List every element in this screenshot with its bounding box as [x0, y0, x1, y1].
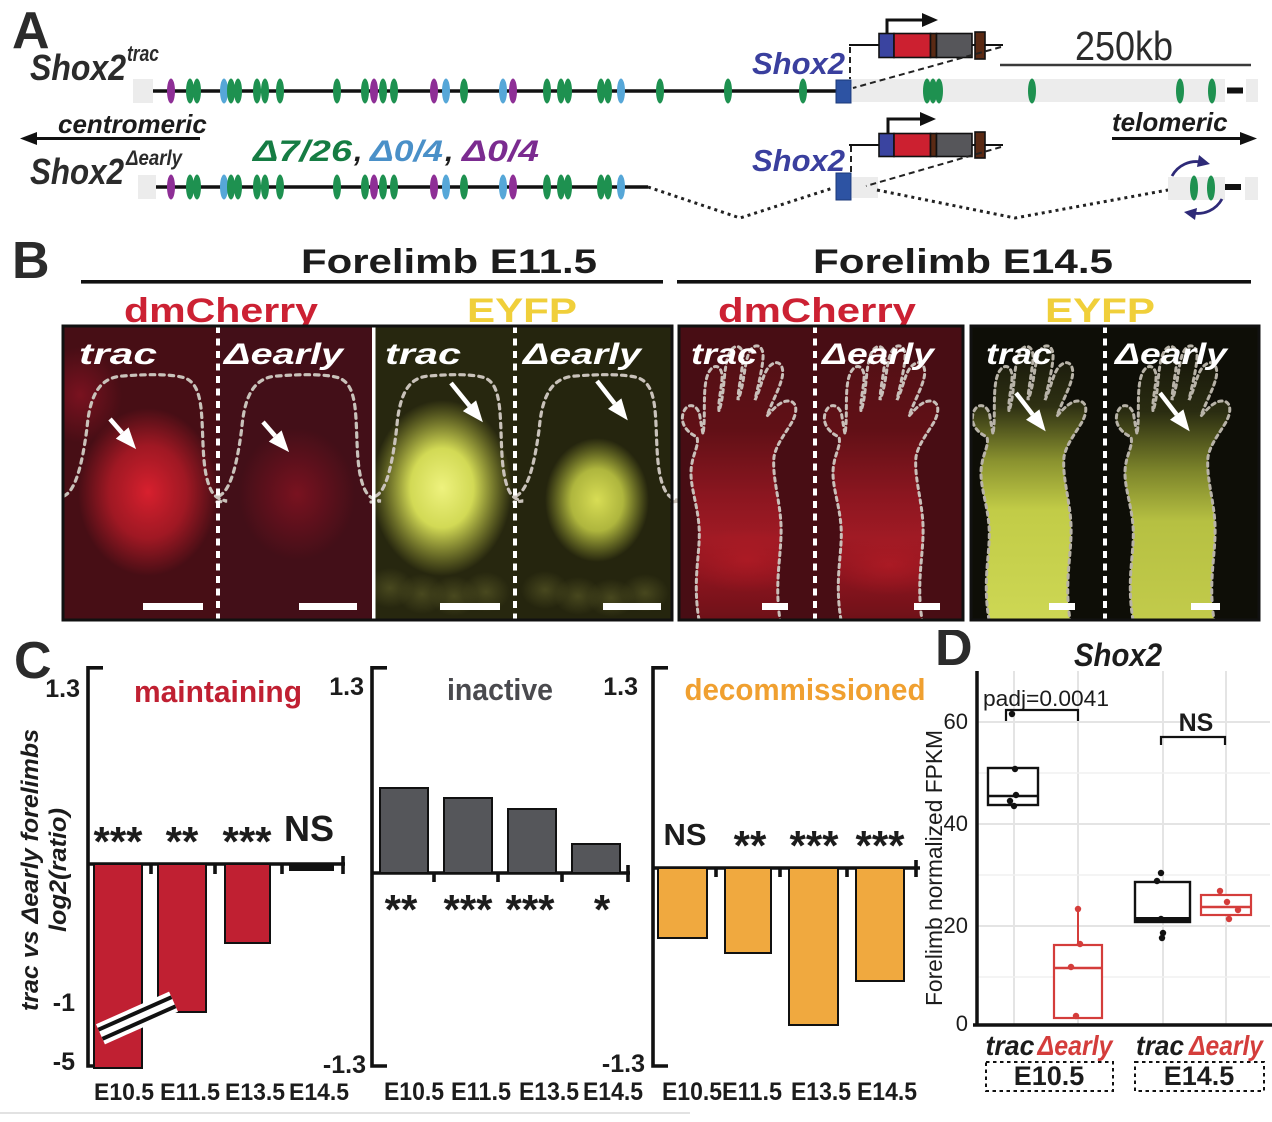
svg-text:E11.5: E11.5 — [160, 1079, 220, 1106]
svg-text:E10.5: E10.5 — [662, 1078, 722, 1106]
svg-text:Shox2: Shox2 — [1074, 637, 1162, 673]
svg-text:Δearly: Δearly — [1114, 338, 1229, 371]
svg-text:E13.5: E13.5 — [791, 1078, 851, 1106]
svg-text:E14.5: E14.5 — [1164, 1061, 1235, 1091]
svg-text:A: A — [12, 2, 50, 60]
svg-text:trac: trac — [79, 338, 157, 371]
svg-text:E11.5: E11.5 — [722, 1078, 782, 1106]
svg-text:***: *** — [443, 886, 493, 933]
svg-text:trac: trac — [691, 338, 757, 371]
svg-text:Shox2: Shox2 — [30, 47, 126, 88]
svg-text:Δearly: Δearly — [821, 338, 936, 371]
svg-text:Forelimb E11.5: Forelimb E11.5 — [301, 243, 597, 281]
svg-text:Shox2: Shox2 — [752, 46, 845, 81]
svg-text:20: 20 — [944, 913, 968, 938]
svg-text:Forelimb normalized FPKM: Forelimb normalized FPKM — [921, 730, 947, 1006]
svg-text:NS: NS — [1179, 709, 1214, 737]
svg-text:1.3: 1.3 — [45, 675, 80, 703]
svg-text:,: , — [444, 135, 453, 168]
svg-text:B: B — [12, 232, 50, 290]
svg-text:Δearly: Δearly — [1037, 1030, 1114, 1061]
svg-text:dmCherry: dmCherry — [124, 292, 318, 330]
svg-text:E13.5: E13.5 — [225, 1079, 285, 1106]
svg-text:E14.5: E14.5 — [857, 1078, 917, 1106]
svg-text:NS: NS — [663, 817, 706, 852]
svg-text:***: *** — [789, 822, 839, 869]
svg-text:**: ** — [166, 818, 199, 865]
svg-text:C: C — [14, 632, 52, 690]
svg-text:Δ7/26: Δ7/26 — [252, 135, 353, 168]
svg-text:E13.5: E13.5 — [519, 1078, 579, 1106]
svg-text:E10.5: E10.5 — [94, 1079, 154, 1106]
svg-text:Δearly: Δearly — [223, 338, 345, 371]
svg-text:**: ** — [734, 822, 767, 869]
svg-text:EYFP: EYFP — [467, 292, 577, 330]
svg-text:trac: trac — [127, 41, 159, 66]
svg-text:trac: trac — [385, 338, 461, 371]
svg-text:dmCherry: dmCherry — [718, 292, 916, 330]
svg-text:*: * — [594, 886, 611, 933]
svg-text:trac: trac — [986, 1030, 1035, 1061]
svg-text:E10.5: E10.5 — [384, 1078, 444, 1106]
svg-text:1.3: 1.3 — [603, 673, 638, 701]
svg-text:Δearly: Δearly — [125, 147, 183, 170]
svg-text:centromeric: centromeric — [58, 109, 207, 139]
svg-text:,: , — [353, 135, 362, 168]
svg-text:telomeric: telomeric — [1112, 107, 1228, 137]
svg-text:-1.3: -1.3 — [323, 1051, 366, 1079]
svg-text:E14.5: E14.5 — [289, 1079, 349, 1106]
svg-text:maintaining: maintaining — [134, 674, 302, 709]
svg-text:Forelimb E14.5: Forelimb E14.5 — [813, 243, 1113, 281]
svg-text:Δearly: Δearly — [1188, 1030, 1264, 1061]
svg-text:trac vs Δearly forelimbs: trac vs Δearly forelimbs — [17, 729, 44, 1011]
svg-text:40: 40 — [944, 811, 968, 836]
svg-text:Shox2: Shox2 — [30, 151, 124, 192]
svg-text:***: *** — [505, 886, 555, 933]
svg-text:decommissioned: decommissioned — [685, 672, 926, 707]
svg-text:trac: trac — [1136, 1030, 1184, 1061]
svg-text:Δ0/4: Δ0/4 — [369, 135, 444, 168]
svg-text:EYFP: EYFP — [1045, 292, 1155, 330]
svg-text:E14.5: E14.5 — [583, 1078, 643, 1106]
svg-text:Δearly: Δearly — [522, 338, 643, 371]
svg-text:inactive: inactive — [447, 672, 553, 707]
svg-text:padj=0.0041: padj=0.0041 — [983, 686, 1109, 711]
svg-text:0: 0 — [956, 1011, 968, 1036]
svg-text:***: *** — [855, 822, 905, 869]
svg-text:E10.5: E10.5 — [1014, 1061, 1085, 1091]
svg-text:***: *** — [93, 818, 143, 865]
svg-text:D: D — [935, 630, 973, 677]
svg-text:-1.3: -1.3 — [602, 1050, 645, 1078]
svg-text:Shox2: Shox2 — [752, 143, 845, 178]
svg-text:-1: -1 — [53, 989, 75, 1017]
svg-text:-5: -5 — [53, 1048, 75, 1076]
svg-text:Δ0/4: Δ0/4 — [461, 135, 540, 168]
svg-text:**: ** — [385, 886, 418, 933]
svg-text:1.3: 1.3 — [329, 673, 364, 701]
svg-text:250kb: 250kb — [1075, 23, 1173, 69]
svg-text:***: *** — [222, 818, 272, 865]
svg-text:log2(ratio): log2(ratio) — [45, 808, 72, 932]
svg-text:60: 60 — [944, 709, 968, 734]
svg-text:trac: trac — [986, 338, 1052, 371]
svg-text:NS: NS — [284, 808, 334, 849]
svg-text:E11.5: E11.5 — [451, 1078, 511, 1106]
